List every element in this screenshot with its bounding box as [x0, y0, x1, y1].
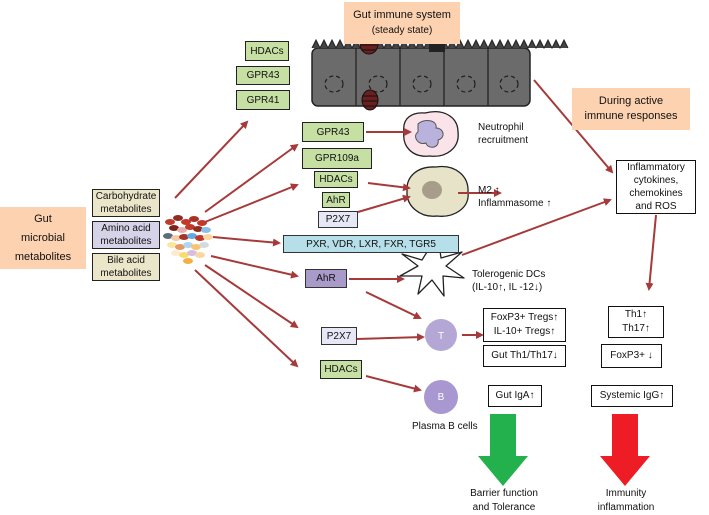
hdacs-mid-box: HDACs — [314, 171, 358, 188]
ahr-mid-box: AhR — [322, 192, 350, 208]
bile-acid-metabolites-box: Bile acid metabolites — [92, 253, 160, 281]
barrier-line2: and Tolerance — [472, 502, 536, 513]
neutrophil-label: Neutrophil recruitment — [478, 121, 528, 147]
m2-label: M2 ↑ — [478, 185, 500, 196]
epithelium-icon — [311, 33, 569, 111]
hdacs-top-box: HDACs — [245, 41, 289, 61]
barrier-line1: Barrier function — [470, 488, 538, 499]
foxp3-down-box: FoxP3+ ↓ — [601, 344, 662, 368]
immunity-line2: inflammation — [597, 502, 655, 513]
inflammasome-label: Inflammasome ↑ — [478, 198, 552, 209]
gut-immune-system-box: Gut immune system (steady state) — [344, 2, 460, 44]
t-cell-icon — [425, 319, 457, 351]
t-cell-label: T — [437, 331, 445, 342]
barrier-arrow-icon — [478, 414, 528, 486]
gut-th-box: Gut Th1/Th17↓ — [483, 345, 566, 367]
barrier-function-label: Barrier function and Tolerance — [462, 487, 546, 515]
during-active-label: During active — [598, 95, 664, 107]
gpr43-top-box: GPR43 — [236, 66, 290, 85]
b-cell-icon — [424, 380, 458, 414]
plasma-b-cells-label: Plasma B cells — [412, 421, 478, 432]
neutrophil-icon — [403, 111, 459, 157]
microbe-cluster-icon — [163, 215, 213, 264]
steady-state-label: (steady state) — [371, 25, 433, 36]
gut-label: Gut — [34, 212, 52, 225]
tregs-box: FoxP3+ Tregs↑ IL-10+ Tregs↑ — [483, 308, 566, 342]
metabolites-label: metabolites — [14, 250, 72, 263]
carb-line2: metabolites — [100, 204, 152, 215]
immunity-arrow-icon — [600, 414, 650, 486]
hdacs-low-box: HDACs — [320, 360, 362, 379]
gut-iga-box: Gut IgA↑ — [488, 385, 542, 407]
immunity-line1: Immunity — [605, 488, 647, 499]
gpr43-mid-box: GPR43 — [302, 122, 364, 142]
nuclear-receptors-box: PXR, VDR, LXR, FXR, TGR5 — [283, 235, 459, 253]
inflam-line2: cytokines, — [633, 175, 679, 186]
th-box: Th1↑ Th17↑ — [608, 306, 664, 338]
gut-immune-label: Gut immune system — [353, 9, 451, 21]
amino-acid-metabolites-box: Amino acid metabolites — [92, 221, 160, 249]
bile-line1: Bile acid — [107, 255, 145, 266]
immunity-inflammation-label: Immunity inflammation — [588, 487, 664, 515]
active-immune-box: During active immune responses — [572, 88, 690, 130]
dendritic-cell-icon — [399, 235, 465, 297]
inflam-line4: and ROS — [635, 201, 677, 212]
tolerogenic-dc-label: Tolerogenic DCs (IL-10↑, IL -12↓) — [472, 268, 545, 294]
neutrophil-line2: recruitment — [478, 135, 529, 146]
pathway-arrows — [174, 79, 657, 393]
macrophage-icon — [406, 165, 469, 217]
p2x7-low-box: P2X7 — [321, 327, 357, 345]
il10-tregs-label: IL-10+ Tregs↑ — [493, 326, 556, 337]
gpr41-box: GPR41 — [236, 90, 290, 110]
th1-label: Th1↑ — [624, 309, 648, 320]
tolerogenic-line: Tolerogenic DCs — [472, 269, 546, 280]
amino-line1: Amino acid — [101, 223, 151, 234]
macrophage-label: M2 ↑ Inflammasome ↑ — [478, 184, 551, 210]
gpr109a-box: GPR109a — [302, 148, 372, 169]
carb-line1: Carbohydrate — [95, 191, 157, 202]
inflammatory-cytokines-box: Inflammatory cytokines, chemokines and R… — [616, 160, 696, 214]
il-line: (IL-10↑, IL -12↓) — [472, 282, 543, 293]
b-cell-label: B — [437, 392, 445, 403]
amino-line2: metabolites — [100, 236, 152, 247]
foxp3-tregs-label: FoxP3+ Tregs↑ — [490, 312, 559, 323]
neutrophil-line1: Neutrophil — [478, 122, 524, 133]
carbohydrate-metabolites-box: Carbohydrate metabolites — [92, 189, 160, 217]
immune-responses-label: immune responses — [584, 110, 678, 122]
th17-label: Th17↑ — [622, 323, 650, 334]
gut-microbial-metabolites-box: Gut microbial metabolites — [0, 207, 86, 269]
inflam-line1: Inflammatory — [627, 162, 685, 173]
systemic-igg-box: Systemic IgG↑ — [591, 385, 673, 407]
p2x7-mid-box: P2X7 — [318, 211, 358, 228]
microbial-label: microbial — [20, 231, 65, 244]
bile-line2: metabolites — [100, 268, 152, 279]
inflam-line3: chemokines — [629, 188, 683, 199]
ahr-low-box: AhR — [305, 269, 347, 288]
